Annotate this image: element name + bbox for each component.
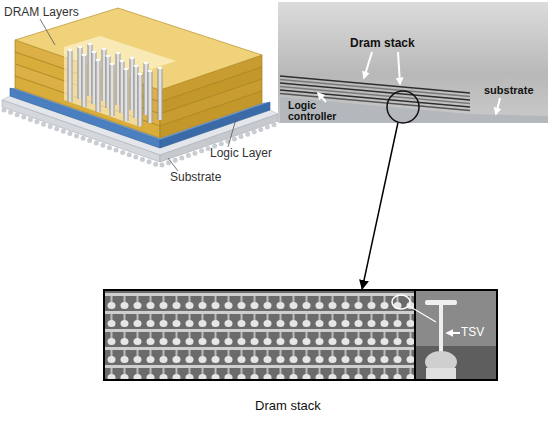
pointer-arrow — [364, 52, 372, 78]
tsv-pillar — [68, 49, 73, 102]
dram-layer — [160, 91, 262, 138]
tsv-pillar — [82, 54, 87, 107]
part-label: DRAM Layers — [4, 5, 94, 19]
part-label: Dram stack — [350, 36, 440, 50]
connector-arrow — [362, 123, 398, 289]
pointer-arrow — [318, 93, 326, 102]
inset-background — [415, 290, 497, 380]
leader-line — [409, 306, 436, 322]
tsv-column — [439, 304, 443, 352]
inset-lower — [415, 346, 497, 380]
part-label: substrate — [484, 84, 548, 97]
panel-caption: Dram stack — [255, 398, 365, 413]
part-label: Logic controller — [288, 100, 346, 122]
tsv-base — [426, 368, 456, 379]
pointer-arrow — [447, 332, 460, 334]
part-label: TSV — [461, 325, 497, 339]
tsv-pillar — [96, 59, 101, 112]
photo-background — [278, 2, 548, 123]
highlight-circle — [387, 91, 419, 123]
tsv-pillar — [138, 73, 143, 126]
highlight-oval — [392, 295, 410, 309]
tsv-pillar — [110, 63, 115, 116]
leader-line — [168, 158, 178, 171]
tsv-pillar — [124, 68, 129, 121]
cutaway — [64, 36, 176, 127]
sem-panel: Dram stackTSV — [103, 289, 498, 381]
part-label: Substrate — [170, 170, 260, 184]
tsv-pillar — [148, 70, 153, 123]
sem-image — [104, 290, 416, 380]
leader-line — [228, 119, 236, 147]
part-label: Logic Layer — [210, 146, 300, 160]
stack-edge — [280, 76, 470, 93]
inset-panel: TSV — [415, 291, 498, 379]
stack-edge — [280, 80, 470, 97]
inset-border — [414, 290, 416, 380]
pointer-arrow — [398, 52, 400, 84]
stack-edge — [280, 83, 470, 100]
leader-line — [40, 19, 55, 45]
tsv-pillar — [158, 67, 163, 120]
photo-panel: Dram stackLogic controller substrate — [278, 2, 548, 123]
pointer-arrow — [496, 98, 500, 114]
